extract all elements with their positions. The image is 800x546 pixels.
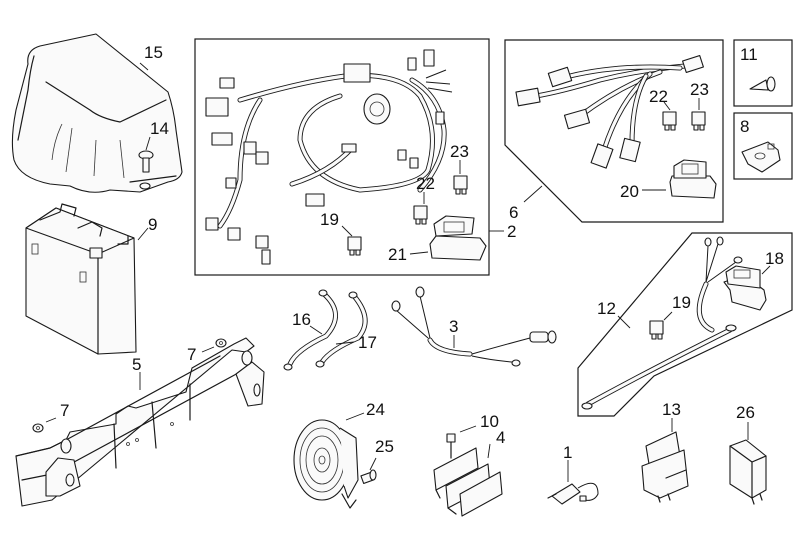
ground-cable-17[interactable] (315, 291, 368, 368)
relay-13[interactable] (641, 431, 689, 503)
main-harness-kit-box: 2 (194, 38, 516, 276)
switch-1[interactable] (547, 482, 599, 505)
callout-15: 15 (144, 43, 163, 62)
voltage-regulator-4[interactable] (433, 447, 503, 517)
relay-26[interactable] (729, 439, 767, 505)
battery-9[interactable] (25, 203, 137, 355)
callout-11: 11 (740, 45, 758, 64)
callout-13: 13 (662, 400, 681, 419)
callout-17: 17 (358, 333, 377, 352)
fuse-19-main[interactable] (347, 236, 362, 256)
horn-24[interactable] (293, 419, 359, 509)
callout-10: 10 (480, 412, 499, 431)
battery-bracket-5[interactable] (15, 337, 265, 507)
callout-8: 8 (740, 117, 749, 136)
wiring-lead-3[interactable] (391, 286, 557, 367)
fuse-holder-20[interactable] (669, 159, 717, 199)
callout-25: 25 (375, 437, 394, 456)
screw-detail-box-11: 11 (733, 39, 793, 107)
fuse-holder-18[interactable] (723, 265, 767, 311)
callout-9: 9 (148, 215, 157, 234)
fuse-22-main[interactable] (413, 205, 428, 225)
callout-7-lower: 7 (60, 401, 69, 420)
callout-22-main: 22 (416, 174, 435, 193)
callout-20: 20 (620, 182, 639, 201)
callout-23-main: 23 (450, 142, 469, 161)
callout-5: 5 (132, 355, 141, 374)
screw-10[interactable] (446, 433, 456, 459)
washer-7-upper[interactable] (215, 338, 227, 348)
fuse-23-secondary[interactable] (691, 111, 706, 131)
callout-3: 3 (449, 317, 458, 336)
battery-cable-12[interactable] (581, 236, 743, 410)
fuse-19-cable-kit[interactable] (649, 320, 664, 340)
callout-2: 2 (507, 222, 516, 241)
callout-1: 1 (563, 443, 572, 462)
fuse-22-secondary[interactable] (662, 111, 677, 131)
screw-25[interactable] (360, 469, 377, 485)
callout-19-cable-kit: 19 (672, 293, 691, 312)
callout-16: 16 (292, 310, 311, 329)
callout-12: 12 (597, 299, 616, 318)
callout-19-main: 19 (320, 210, 339, 229)
clip-nut-8[interactable] (741, 141, 781, 173)
callout-21: 21 (388, 245, 407, 264)
callout-14: 14 (150, 119, 169, 138)
ground-cable-16[interactable] (283, 289, 338, 371)
callout-6: 6 (509, 203, 518, 222)
secondary-wiring-harness-6[interactable] (515, 54, 704, 169)
callout-24: 24 (366, 400, 385, 419)
battery-cable-kit-box: 12 (577, 232, 793, 417)
secondary-harness-kit-box: 6 (504, 39, 724, 223)
fuse-holder-21[interactable] (429, 215, 487, 261)
screw-14[interactable] (138, 150, 154, 190)
main-wiring-harness-2[interactable] (205, 49, 453, 265)
washer-7-lower[interactable] (32, 423, 44, 433)
fuse-23-main[interactable] (453, 175, 468, 195)
callout-4: 4 (496, 428, 505, 447)
callout-26: 26 (736, 403, 755, 422)
clip-nut-detail-box-8: 8 (733, 112, 793, 180)
callout-23-secondary: 23 (690, 80, 709, 99)
callout-22-secondary: 22 (649, 87, 668, 106)
callout-7-upper: 7 (187, 345, 196, 364)
callout-18: 18 (765, 249, 784, 268)
self-tapping-screw-11[interactable] (749, 76, 776, 92)
